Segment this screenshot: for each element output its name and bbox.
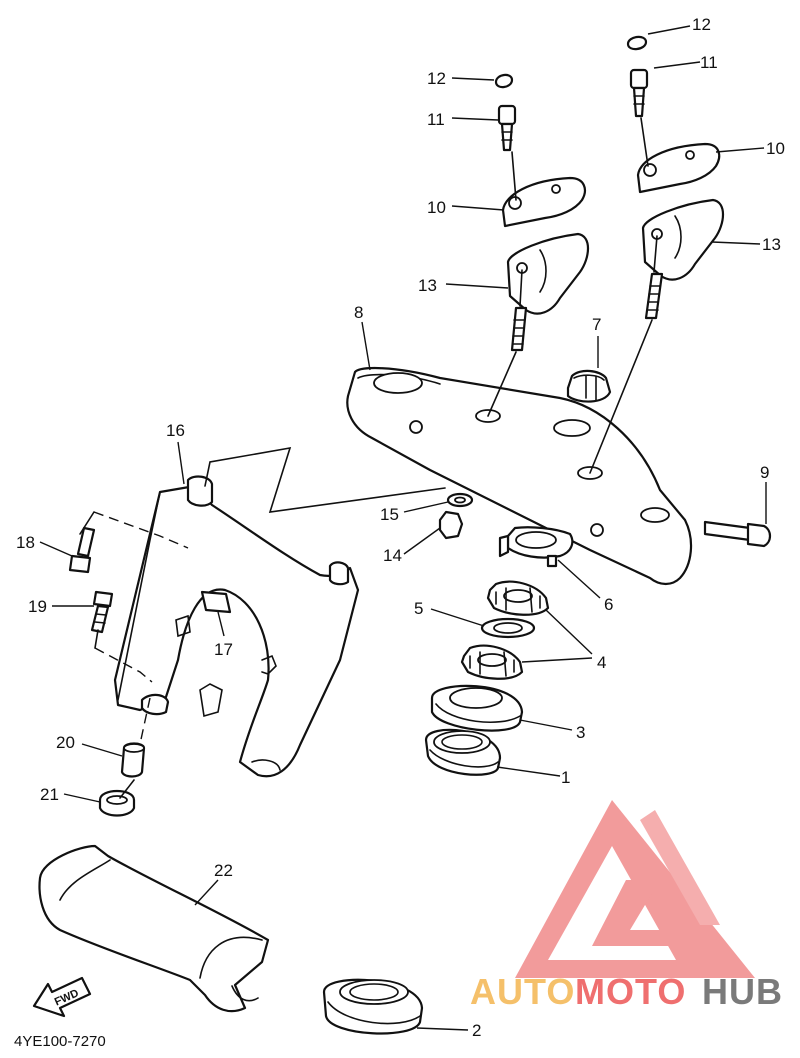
- cap-12-left: [494, 73, 514, 89]
- bearing-1: [424, 728, 502, 776]
- bolt-18: [68, 526, 96, 574]
- leader-lines: [39, 25, 767, 1031]
- callout-9: 9: [760, 463, 769, 482]
- callout-11-right: 11: [700, 53, 718, 72]
- ring-nut-4-upper: [486, 580, 550, 616]
- callout-10-right: 10: [766, 139, 785, 158]
- alignment-line-left: [487, 151, 523, 417]
- callout-17: 17: [214, 640, 233, 659]
- bolt-11-right: [629, 68, 649, 118]
- grommet-21: [98, 789, 136, 817]
- callout-12-right: 12: [692, 15, 711, 34]
- bolt-9: [703, 520, 772, 548]
- alignment-line-right: [589, 117, 658, 474]
- callout-4: 4: [597, 653, 606, 672]
- nut-14: [438, 510, 464, 540]
- connection-lines: [79, 446, 446, 799]
- callout-10-left: 10: [427, 198, 446, 217]
- callout-19: 19: [28, 597, 47, 616]
- bolt-11-left: [497, 104, 517, 152]
- headlight-bracket-16: [113, 475, 360, 778]
- nut-7: [566, 369, 612, 403]
- handlebar-holder-upper-left: [501, 176, 586, 228]
- callout-21: 21: [40, 785, 59, 804]
- callout-12-left: 12: [427, 69, 446, 88]
- cap-12-right: [626, 35, 648, 51]
- callout-18: 18: [16, 533, 35, 552]
- callout-2: 2: [472, 1021, 481, 1040]
- handlebar-holder-upper-right: [636, 142, 721, 194]
- callout-11-left: 11: [427, 110, 445, 129]
- callout-5: 5: [414, 599, 423, 618]
- watermark-logo-icon: [515, 800, 755, 978]
- forward-arrow-icon: [32, 976, 92, 1018]
- ring-nut-4-lower: [460, 644, 524, 680]
- bearing-cover-3: [430, 684, 524, 732]
- bolt-19: [90, 590, 114, 634]
- callout-6: 6: [604, 595, 613, 614]
- callout-15: 15: [380, 505, 399, 524]
- washer-15: [446, 492, 474, 508]
- watermark-auto: AUTO: [470, 971, 575, 1012]
- handlebar-holder-lower-left: [506, 232, 590, 352]
- pad-17: [200, 590, 232, 614]
- washer-6: [498, 526, 574, 568]
- part-code: 4YE100-7270: [14, 1033, 106, 1050]
- callout-20: 20: [56, 733, 75, 752]
- callout-8: 8: [354, 303, 363, 322]
- upper-bracket: [346, 366, 693, 586]
- callout-13-right: 13: [762, 235, 781, 254]
- callout-3: 3: [576, 723, 585, 742]
- collar-20: [120, 742, 146, 778]
- callout-13-left: 13: [418, 276, 437, 295]
- watermark-moto: MOTO: [575, 971, 686, 1012]
- callout-1: 1: [561, 768, 570, 787]
- callout-22: 22: [214, 861, 233, 880]
- callout-16: 16: [166, 421, 185, 440]
- callout-14: 14: [383, 546, 402, 565]
- cover-22: [38, 844, 270, 1013]
- lock-washer-5: [480, 617, 536, 639]
- watermark-hub: HUB: [702, 971, 783, 1012]
- callout-7: 7: [592, 315, 601, 334]
- handlebar-holder-lower-right: [641, 198, 725, 320]
- bearing-2: [322, 978, 424, 1035]
